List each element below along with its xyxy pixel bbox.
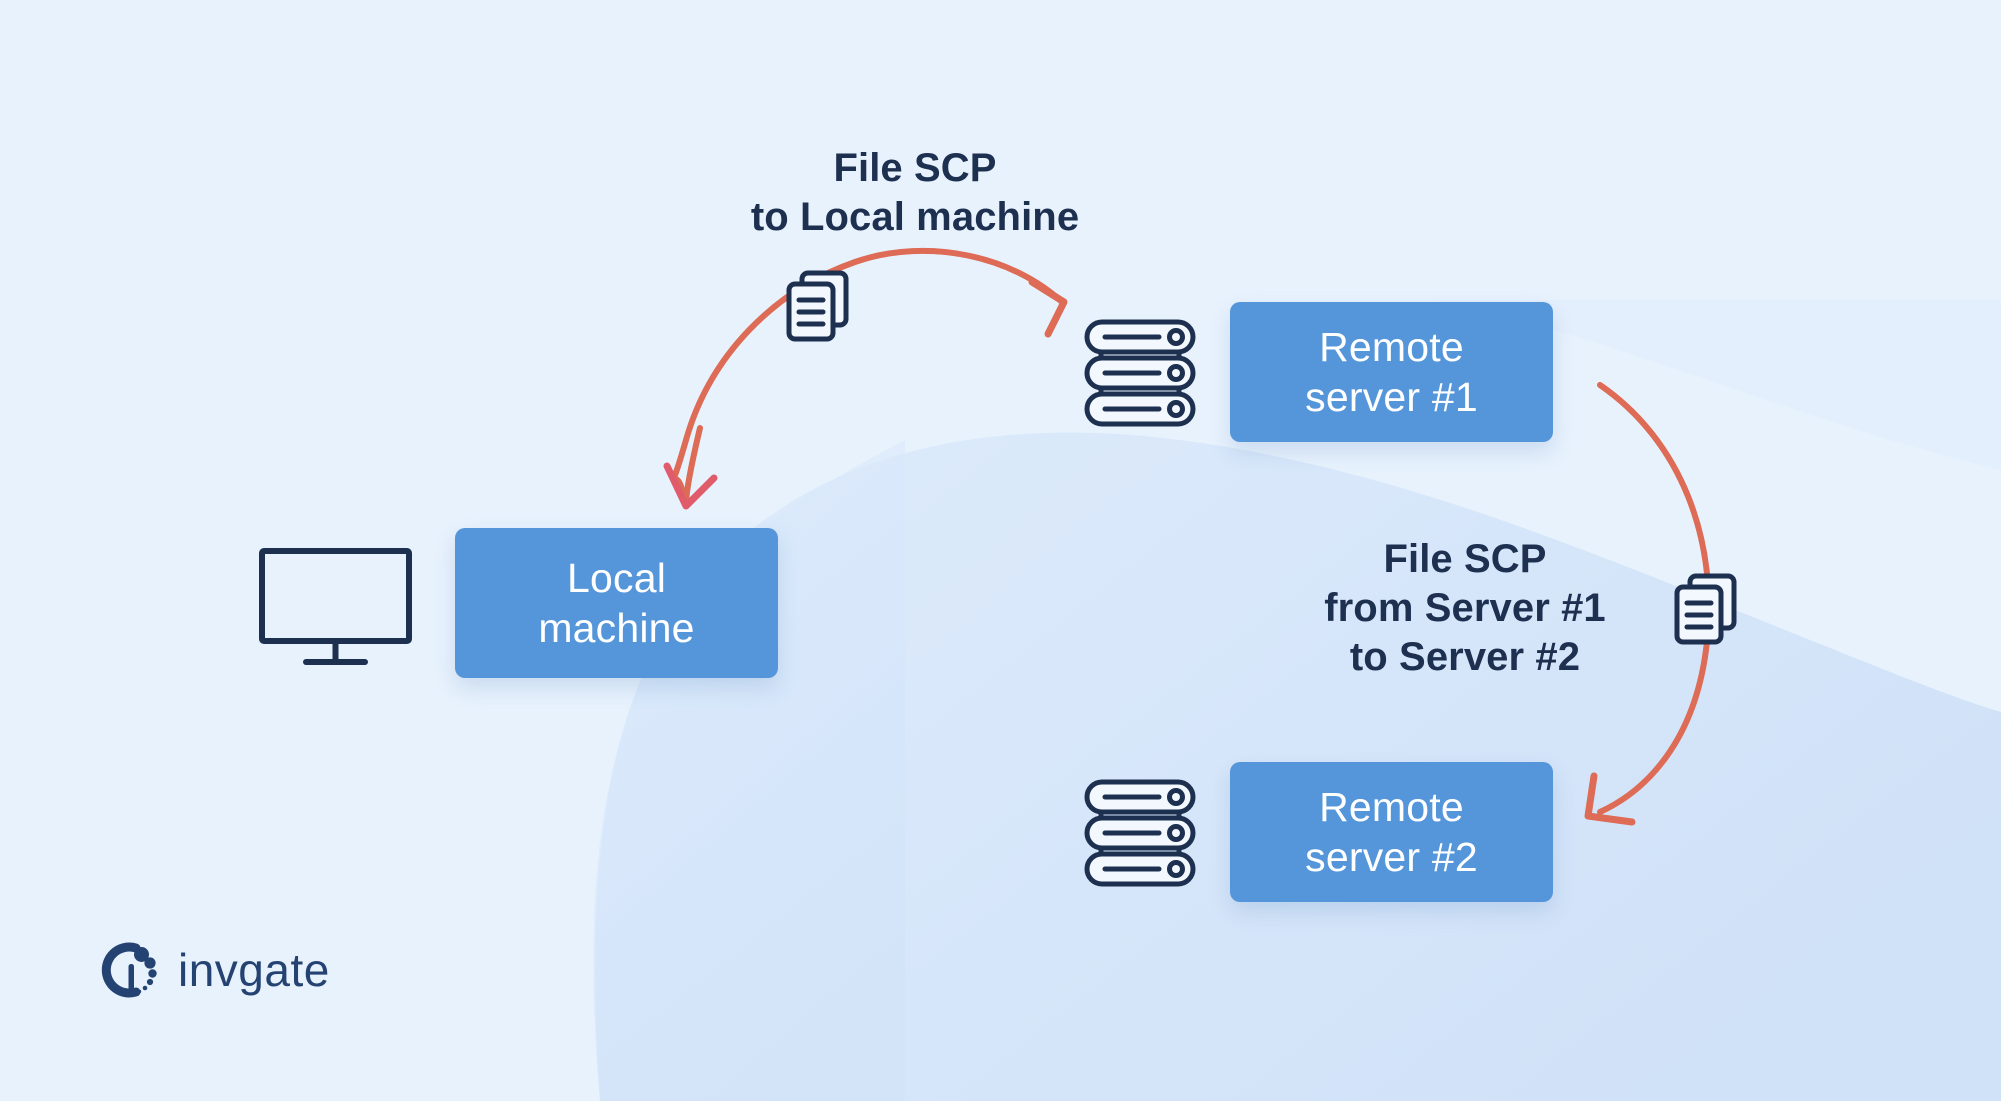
monitor-icon (259, 548, 412, 665)
invgate-swirl-logo-icon (101, 942, 157, 998)
server-stack-icon (1084, 319, 1196, 427)
node-remote-server-1[interactable]: Remote server #1 (1230, 302, 1553, 442)
invgate-logo: invgate (100, 938, 330, 1002)
server-stack-icon (1084, 779, 1196, 887)
node-local-machine[interactable]: Local machine (455, 528, 778, 678)
node-remote-server-2[interactable]: Remote server #2 (1230, 762, 1553, 902)
caption-file-scp-to-local: File SCP to Local machine (750, 146, 1080, 239)
documents-icon (1674, 573, 1737, 645)
arrow-server1-to-local (663, 247, 1068, 510)
documents-icon (786, 270, 849, 342)
invgate-wordmark: invgate (178, 944, 330, 996)
caption-file-scp-server1-to-server2: File SCP from Server #1 to Server #2 (1324, 537, 1606, 679)
